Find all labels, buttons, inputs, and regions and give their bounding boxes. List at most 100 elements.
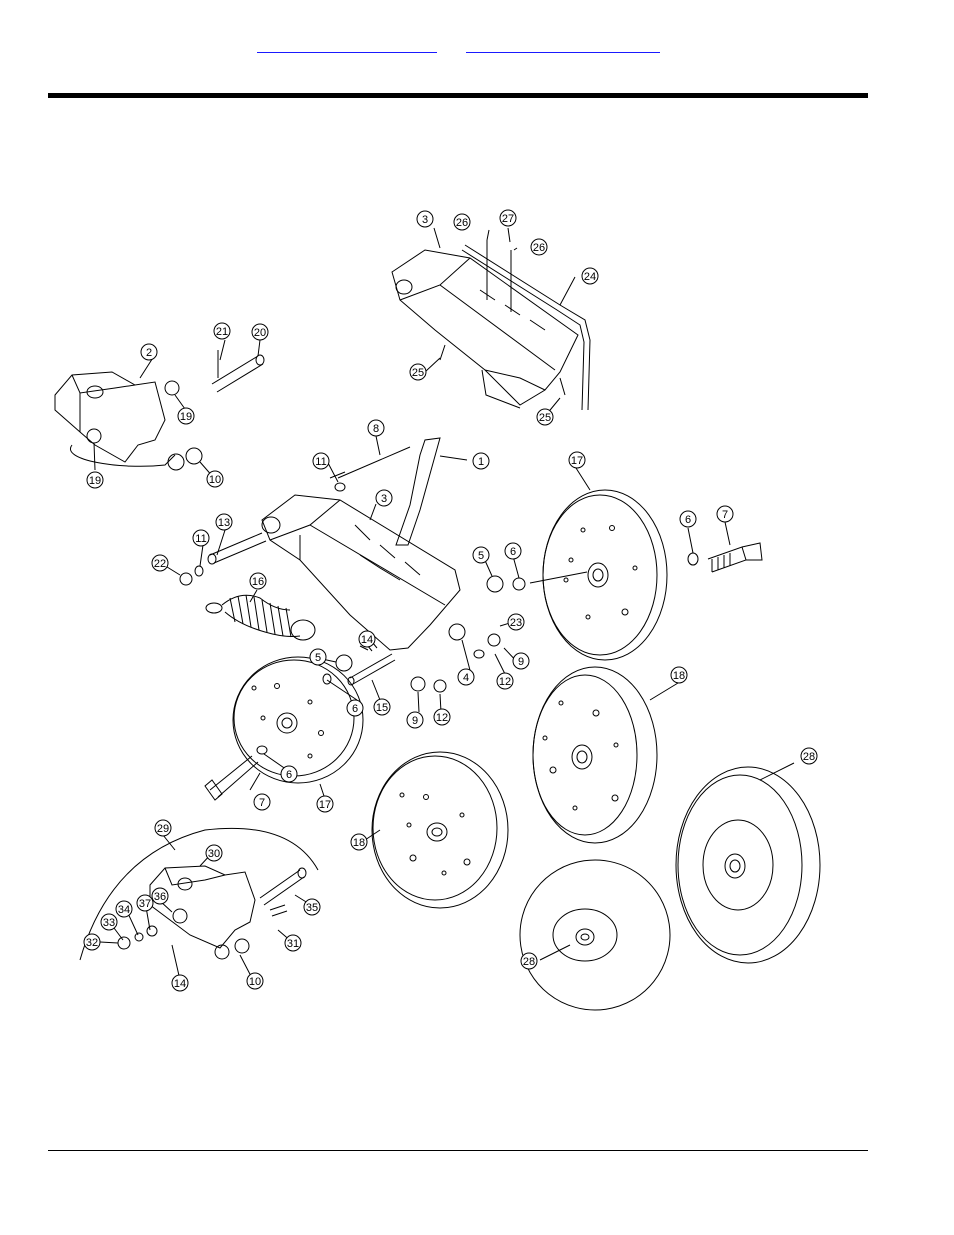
- lever-1: [395, 437, 441, 546]
- callout-circle-8: [367, 419, 385, 437]
- callout-circle-5a: [472, 546, 490, 564]
- callout-31: 31: [287, 938, 299, 950]
- spring-16: [205, 594, 316, 641]
- callout-14a: 14: [361, 634, 373, 646]
- callout-circle-12b: [433, 708, 451, 726]
- header-link-left[interactable]: [257, 34, 437, 53]
- callout-circle-7b: [253, 793, 271, 811]
- callout-28a: 28: [803, 751, 815, 763]
- callout-5a: 5: [478, 550, 484, 562]
- callout-19a: 19: [180, 411, 192, 423]
- callout-29: 29: [157, 823, 169, 835]
- callout-circle-3a: [416, 210, 434, 228]
- callout-circle-33: [100, 913, 118, 931]
- callout-25a: 25: [412, 367, 424, 379]
- callout-18a: 18: [673, 670, 685, 682]
- callout-circle-24: [581, 267, 599, 285]
- callout-6b: 6: [685, 514, 691, 526]
- bushings-19-10: [86, 380, 203, 471]
- callout-9b: 9: [412, 715, 418, 727]
- callout-33: 33: [103, 917, 115, 929]
- callout-23: 23: [510, 617, 522, 629]
- callout-circle-28b: [520, 952, 538, 970]
- callout-circle-6b: [679, 510, 697, 528]
- callout-18b: 18: [353, 837, 365, 849]
- callout-circle-32: [83, 933, 101, 951]
- callout-circle-31: [284, 934, 302, 952]
- callout-10b: 10: [249, 976, 261, 988]
- callout-circle-37: [136, 894, 154, 912]
- callout-circle-16: [249, 572, 267, 590]
- callout-circle-26b: [530, 238, 548, 256]
- callout-circle-35: [303, 898, 321, 916]
- callout-8: 8: [373, 423, 379, 435]
- callout-circle-20: [251, 323, 269, 341]
- callout-26b: 26: [533, 242, 545, 254]
- callout-19b: 19: [89, 475, 101, 487]
- callout-circle-11a: [312, 452, 330, 470]
- disc-28-bottom: [519, 859, 671, 1011]
- callout-circle-23: [507, 613, 525, 631]
- callout-21: 21: [216, 326, 228, 338]
- callout-6d: 6: [286, 769, 292, 781]
- wheel-18-right: [532, 666, 658, 844]
- callout-9a: 9: [518, 656, 524, 668]
- pin-20: [211, 350, 265, 393]
- callout-34: 34: [118, 904, 130, 916]
- callout-12b: 12: [436, 712, 448, 724]
- footer-rule: [48, 1150, 868, 1151]
- callout-26a: 26: [456, 217, 468, 229]
- callout-circle-36: [151, 887, 169, 905]
- callout-circle-19a: [177, 407, 195, 425]
- callout-circle-6a: [504, 542, 522, 560]
- callout-circle-4: [457, 668, 475, 686]
- callout-circle-25b: [536, 408, 554, 426]
- callout-7b: 7: [259, 797, 265, 809]
- callout-25b: 25: [539, 412, 551, 424]
- callout-circle-3b: [375, 489, 393, 507]
- callout-circle-29: [154, 819, 172, 837]
- callout-circle-21: [213, 322, 231, 340]
- callout-circle-14b: [171, 974, 189, 992]
- callout-circle-27: [499, 209, 517, 227]
- callout-30: 30: [208, 848, 220, 860]
- callout-11b: 11: [195, 533, 206, 545]
- callout-27: 27: [502, 213, 514, 225]
- gauge-wheel-17-left: [232, 656, 364, 784]
- callout-circle-28a: [800, 747, 818, 765]
- header-rule: [48, 93, 868, 98]
- callout-circle-2: [140, 343, 158, 361]
- mounting-bracket: [54, 371, 176, 467]
- callout-circle-30: [205, 844, 223, 862]
- pin-13: [207, 532, 267, 565]
- callout-13: 13: [218, 517, 230, 529]
- callout-14b: 14: [174, 978, 186, 990]
- callout-circle-26a: [453, 213, 471, 231]
- callout-22: 22: [154, 558, 166, 570]
- callout-11a: 11: [315, 456, 326, 468]
- callout-circle-1: [472, 452, 490, 470]
- callout-10a: 10: [209, 474, 221, 486]
- callout-6a: 6: [510, 546, 516, 558]
- inset-assembly-29: [79, 827, 319, 961]
- callout-17a: 17: [571, 455, 583, 467]
- washer-11: [179, 565, 204, 586]
- callout-circle-10a: [206, 470, 224, 488]
- callout-35: 35: [306, 902, 318, 914]
- callout-16: 16: [252, 576, 264, 588]
- callout-circle-17b: [316, 795, 334, 813]
- callout-circle-5b: [309, 648, 327, 666]
- header-link-right[interactable]: [466, 34, 660, 53]
- callout-12a: 12: [499, 676, 511, 688]
- callout-7a: 7: [722, 509, 728, 521]
- callout-circle-18a: [670, 666, 688, 684]
- frame-top-assembly: [391, 240, 591, 411]
- callout-2: 2: [146, 347, 152, 359]
- callout-36: 36: [154, 891, 166, 903]
- callout-20: 20: [254, 327, 266, 339]
- callout-circle-6d: [280, 765, 298, 783]
- bolt-7-left: [204, 745, 268, 801]
- wheel-18-left: [371, 751, 509, 909]
- callout-circle-25a: [409, 363, 427, 381]
- callout-32: 32: [86, 937, 98, 949]
